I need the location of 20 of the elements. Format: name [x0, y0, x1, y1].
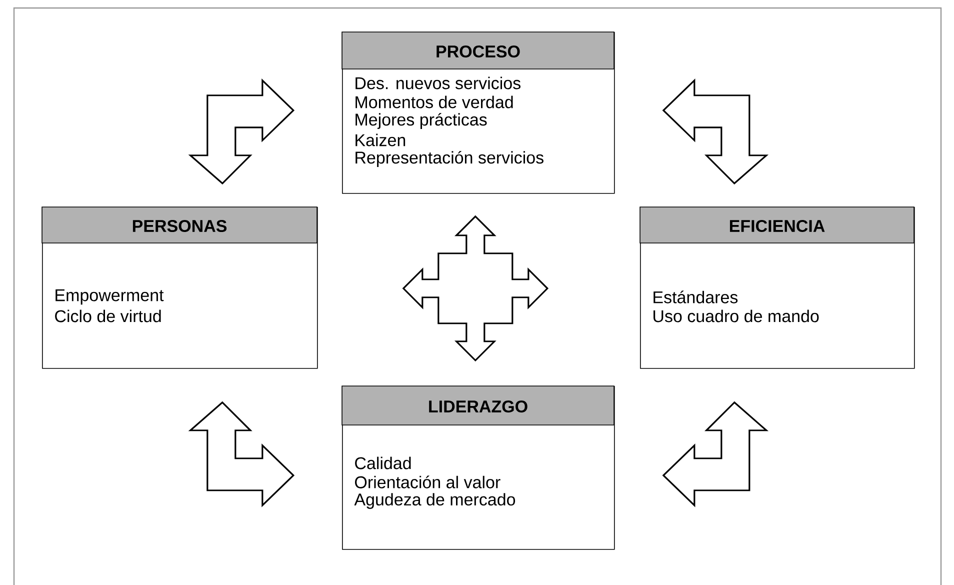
list-item: Representación servicios [356, 150, 544, 167]
box-heading: LIDERAZGO [429, 400, 528, 412]
list-item: Calidad [355, 456, 411, 470]
list-item: Momentos de verdad [356, 96, 513, 108]
category-box [42, 206, 318, 369]
list-item: Mejores prácticas [356, 112, 487, 129]
category-box [342, 386, 615, 550]
list-item: Empowerment [56, 289, 164, 305]
list-item: Kaizen [356, 134, 406, 146]
box-heading: PERSONAS [132, 220, 227, 232]
list-item: Orientación al valor [355, 476, 500, 488]
box-heading: PROCESO [436, 45, 520, 58]
list-item: Uso cuadro de mando [654, 310, 819, 322]
box-heading: EFICIENCIA [730, 220, 825, 232]
list-item: Agudeza de mercado [354, 493, 516, 509]
list-item: Des. nuevos servicios [356, 76, 520, 90]
category-box [640, 206, 915, 369]
list-item: Estándares [654, 290, 738, 304]
category-box [342, 32, 615, 194]
list-item: Ciclo de virtud [55, 310, 161, 322]
